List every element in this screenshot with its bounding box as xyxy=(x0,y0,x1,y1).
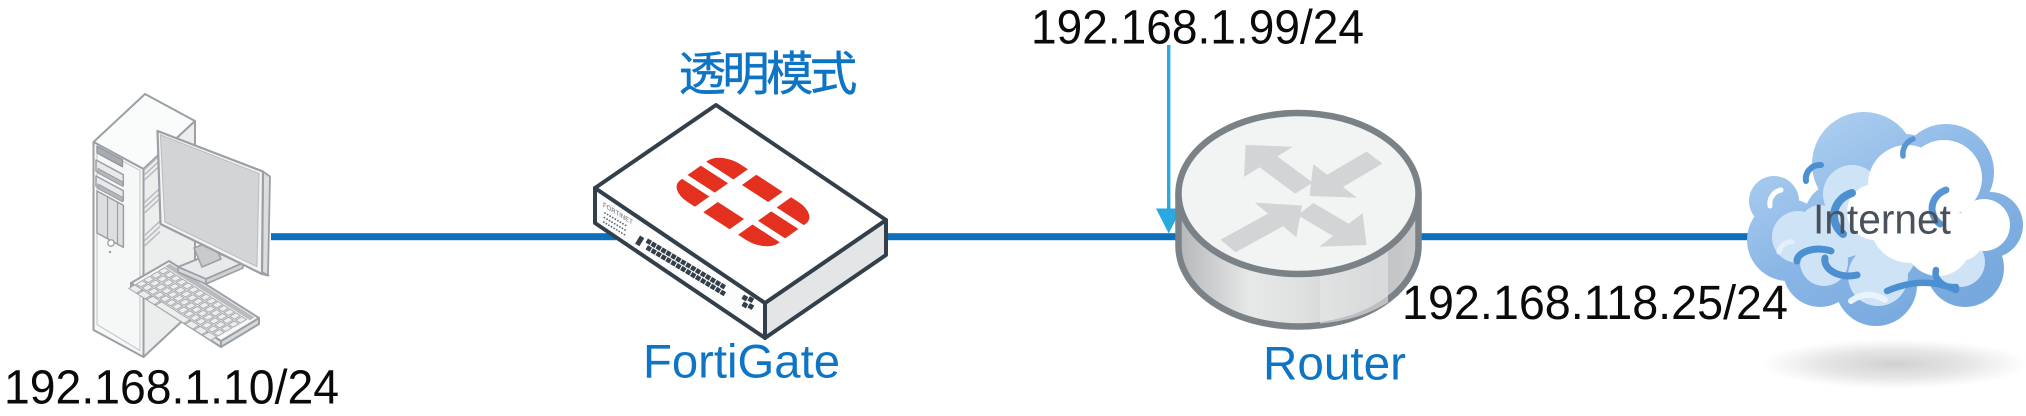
svg-text:192.168.118.25/24: 192.168.118.25/24 xyxy=(1402,277,1788,330)
svg-text:Internet: Internet xyxy=(1813,196,1951,243)
svg-text:192.168.1.99/24: 192.168.1.99/24 xyxy=(1031,2,1364,55)
svg-text:192.168.1.10/24: 192.168.1.10/24 xyxy=(4,362,339,415)
svg-text:FortiGate: FortiGate xyxy=(643,335,840,388)
svg-text:Router: Router xyxy=(1263,337,1406,390)
